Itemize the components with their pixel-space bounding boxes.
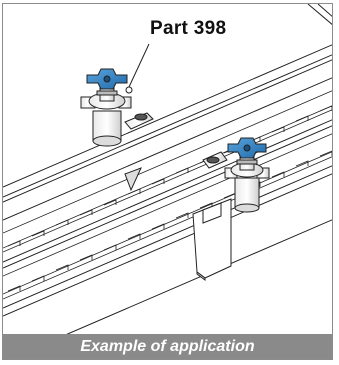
figure-caption: Example of application	[80, 337, 255, 355]
callout-leader	[128, 43, 150, 88]
mount-shadow	[124, 167, 142, 192]
conveyor-chain-lower	[3, 133, 332, 300]
lower-rail	[3, 165, 332, 336]
caption-bar: Example of application	[3, 334, 332, 359]
part-callout-label: Part 398	[150, 18, 227, 39]
valve-lower	[202, 137, 270, 213]
support-bracket	[192, 198, 232, 281]
figure-frame: Part 398 Example of application	[2, 3, 333, 360]
corner-detail	[307, 4, 332, 25]
conveyor-chain-upper	[3, 90, 332, 253]
valve-upper	[80, 68, 154, 147]
upper-rail	[3, 44, 332, 221]
conveyor-illustration	[3, 4, 332, 336]
callout-dot	[125, 86, 133, 94]
middle-rail	[3, 119, 332, 269]
